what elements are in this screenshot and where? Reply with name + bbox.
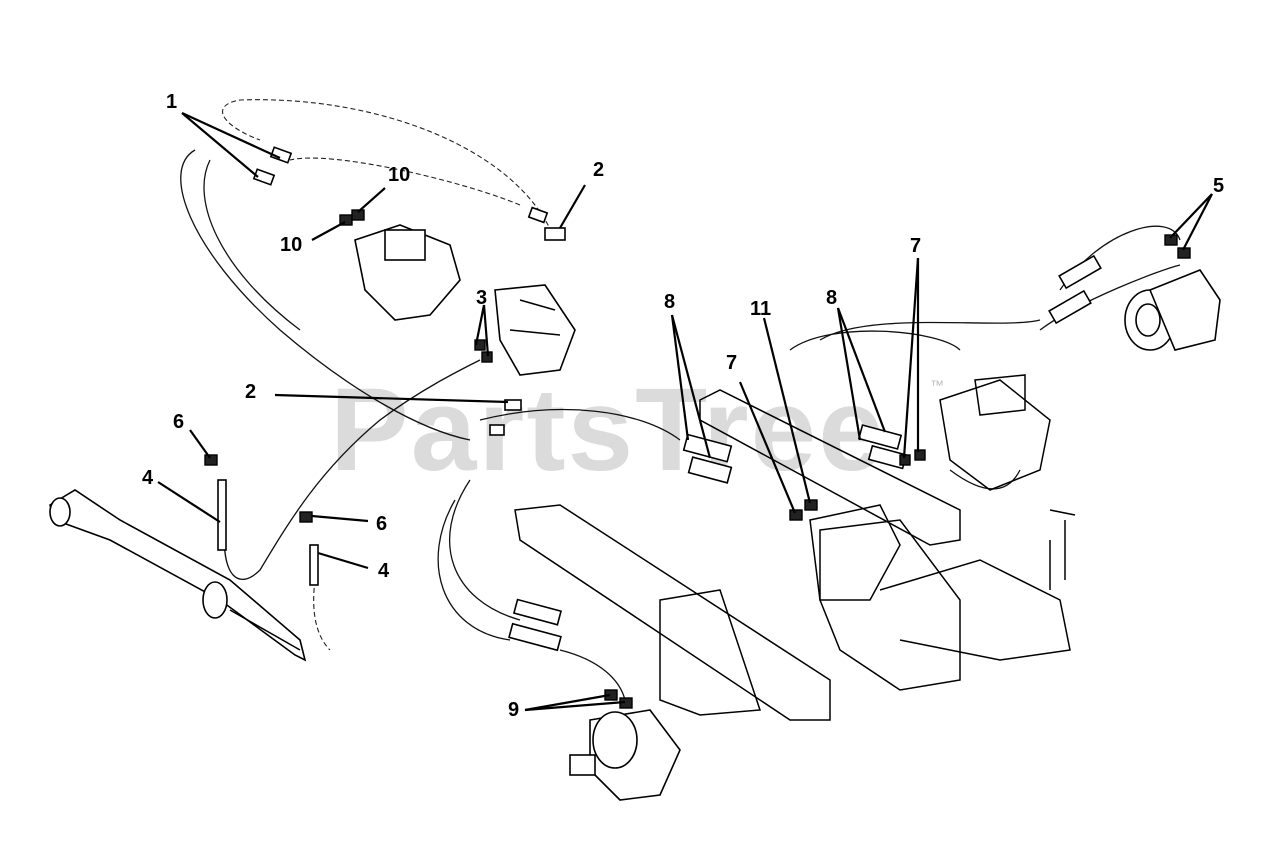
callout-11: 11: [750, 298, 771, 320]
callout-6-left: 6: [173, 411, 184, 433]
callout-10-upper: 10: [388, 164, 410, 186]
control-valve: [354, 224, 576, 376]
callout-5: 5: [1213, 175, 1224, 197]
callout-3: 3: [476, 287, 487, 309]
callout-7-right: 7: [910, 235, 921, 257]
callout-leaders: [157, 112, 1213, 712]
callout-6-right: 6: [376, 513, 387, 535]
callout-2-upper: 2: [593, 159, 604, 181]
callout-labels: 1 2 2 3 4 4 5 6 6 7 7 8 8 9 10 10 11: [142, 91, 1224, 721]
callout-9: 9: [508, 699, 519, 721]
callout-1: 1: [166, 91, 177, 113]
watermark-trademark: ™: [930, 377, 944, 393]
watermark: PartsTree ™: [330, 364, 944, 496]
callout-4-right: 4: [378, 560, 390, 582]
callout-7-center: 7: [726, 352, 737, 374]
callout-10-lower: 10: [280, 234, 302, 256]
callout-8-right: 8: [826, 287, 837, 309]
hydraulic-cylinder: [49, 489, 307, 662]
callout-8-left: 8: [664, 291, 675, 313]
fittings: [204, 146, 1191, 709]
callout-4-left: 4: [142, 467, 154, 489]
callout-2-lower: 2: [245, 381, 256, 403]
wheel-motor-right: [1124, 269, 1221, 351]
wheel-motor-left: [569, 709, 681, 801]
